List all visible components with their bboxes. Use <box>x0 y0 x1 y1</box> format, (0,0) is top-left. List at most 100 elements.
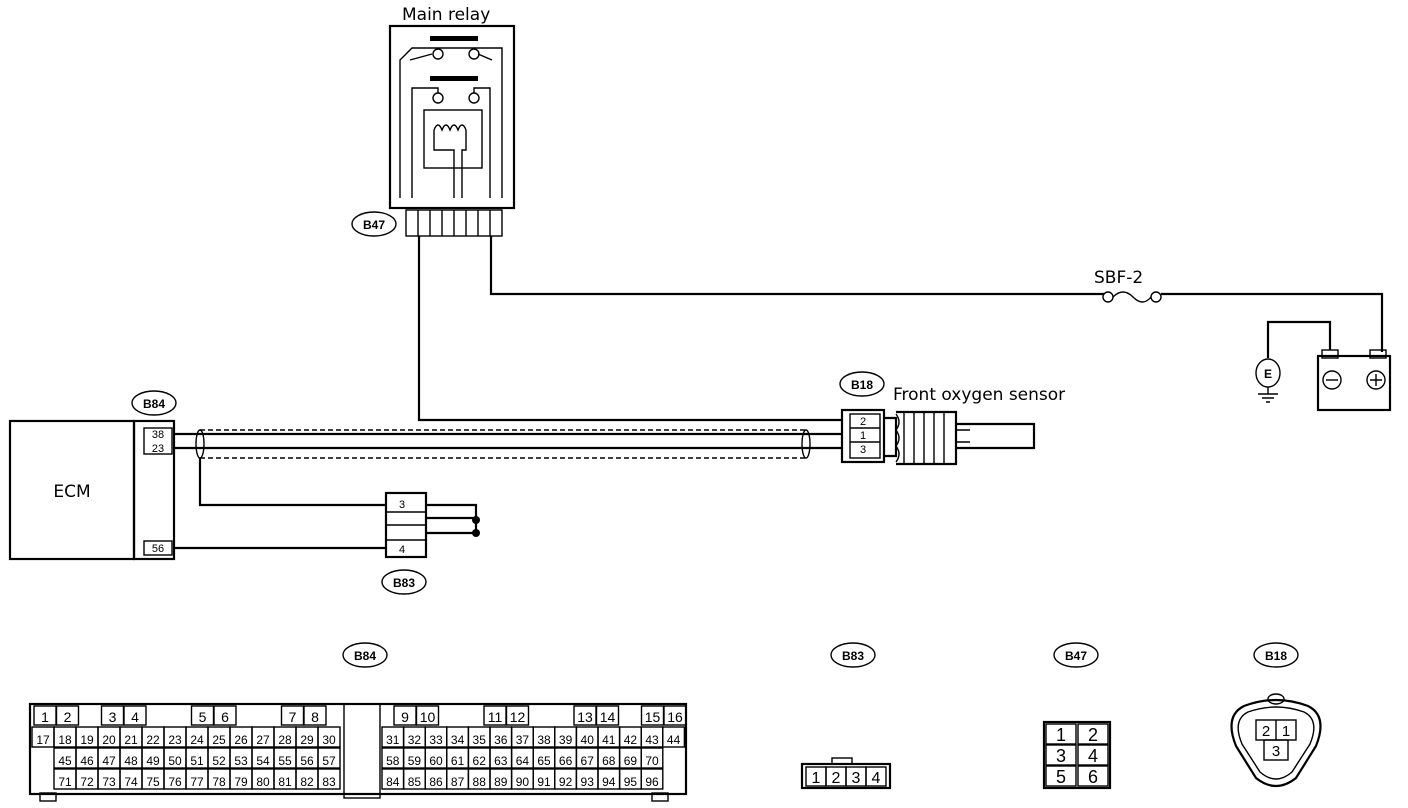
b83-view-pin-4-cell <box>865 766 887 787</box>
b84-pin-18: 18 <box>58 733 72 747</box>
b84-pin-16-cell <box>663 705 687 726</box>
b84-pin-96-cell <box>640 768 664 790</box>
ecm-label: ECM <box>53 482 90 502</box>
b84-pin-12-cell <box>505 705 530 726</box>
wire-relay-to-fuse <box>489 236 1104 296</box>
b84-view-tag-ellipse <box>342 642 388 668</box>
b18-tag: B18 <box>851 378 873 392</box>
b84-pin-76: 76 <box>168 775 182 789</box>
b18-view-pin-1: 1 <box>1282 723 1290 740</box>
b84-pin-71: 71 <box>58 775 72 789</box>
wire-relay-to-sensor <box>417 236 842 422</box>
b84-pin-35: 35 <box>473 733 487 747</box>
b84-pin-73: 73 <box>102 775 116 789</box>
b18-connector-view <box>1230 693 1322 788</box>
b84-pin-15: 15 <box>645 709 661 725</box>
b47-view-pin-5-cell <box>1045 765 1077 787</box>
b84-pin-86: 86 <box>429 775 443 789</box>
b83-view-tag: B83 <box>842 649 864 663</box>
b84-pin-64: 64 <box>516 754 530 768</box>
b83-view-pin-1: 1 <box>812 770 821 787</box>
b84-pin-8-cell <box>303 705 327 726</box>
b84-pin-27: 27 <box>256 733 270 747</box>
fuse-label: SBF-2 <box>1094 268 1143 288</box>
b84-pin-66: 66 <box>559 754 573 768</box>
b83-pin-4: 4 <box>399 544 405 556</box>
b84-pin-81: 81 <box>278 775 292 789</box>
b47-view-tag-ellipse <box>1053 642 1099 668</box>
ground-icon <box>1255 358 1281 403</box>
b84-tag: B84 <box>143 397 165 411</box>
b84-pin-50: 50 <box>168 754 182 768</box>
b47-view-pin-4: 4 <box>1088 746 1098 766</box>
b84-pin-45: 45 <box>58 754 72 768</box>
b84-pin-63: 63 <box>494 754 508 768</box>
b84-pin-43: 43 <box>645 733 659 747</box>
b84-pin-13: 13 <box>577 709 593 725</box>
b47-view-tag: B47 <box>1065 649 1087 663</box>
b84-pin-20: 20 <box>102 733 116 747</box>
b84-pin-5: 5 <box>199 709 207 725</box>
b84-pin-26: 26 <box>234 733 248 747</box>
b83-connector <box>384 491 480 559</box>
b84-pin-40: 40 <box>581 733 595 747</box>
b84-pin-3: 3 <box>109 709 117 725</box>
b84-pin-8: 8 <box>311 709 319 725</box>
b84-pin-91: 91 <box>537 775 551 789</box>
b84-pin-36: 36 <box>494 733 508 747</box>
ecm-pin-38: 38 <box>152 429 164 441</box>
b84-pin-30-cell <box>317 726 341 748</box>
b84-pin-83-cell <box>317 768 341 790</box>
b84-pin-55: 55 <box>278 754 292 768</box>
b84-pin-72: 72 <box>80 775 94 789</box>
b84-pin-9: 9 <box>401 709 409 725</box>
b84-pin-68: 68 <box>602 754 616 768</box>
b84-pin-79: 79 <box>234 775 248 789</box>
b84-pin-42: 42 <box>624 733 638 747</box>
b84-pin-31: 31 <box>386 733 400 747</box>
b84-pin-96: 96 <box>645 775 659 789</box>
b84-pin-1: 1 <box>41 709 49 725</box>
main-relay-label: Main relay <box>402 5 490 25</box>
b84-pin-70: 70 <box>645 754 659 768</box>
ecm-unit <box>8 419 176 561</box>
b84-pin-32: 32 <box>408 733 422 747</box>
b84-pin-6-cell <box>213 705 237 726</box>
b47-view-pin-2-cell <box>1077 723 1109 745</box>
b84-pin-83: 83 <box>322 775 336 789</box>
b84-pin-59: 59 <box>408 754 422 768</box>
b84-pin-46: 46 <box>80 754 94 768</box>
b84-pin-2-cell <box>55 705 80 726</box>
fuse-sbf2 <box>1102 291 1162 303</box>
b84-pin-49: 49 <box>146 754 160 768</box>
b84-pin-38: 38 <box>537 733 551 747</box>
b47-view-pin-2: 2 <box>1088 725 1098 745</box>
b84-pin-58: 58 <box>386 754 400 768</box>
b83-tag-ellipse <box>381 569 427 595</box>
b84-pin-90: 90 <box>516 775 530 789</box>
b84-pin-54: 54 <box>256 754 270 768</box>
b47-view-pin-3-cell <box>1045 744 1077 766</box>
b84-pin-33: 33 <box>429 733 443 747</box>
b84-pin-78: 78 <box>212 775 226 789</box>
wire-battery-to-ground <box>1266 320 1332 358</box>
b84-pin-24: 24 <box>190 733 204 747</box>
b18-tag-ellipse <box>839 371 885 397</box>
b84-pin-85: 85 <box>408 775 422 789</box>
b84-pin-51: 51 <box>190 754 204 768</box>
b84-pin-82: 82 <box>300 775 314 789</box>
b84-pin-17: 17 <box>36 733 50 747</box>
b18-view-pin-2: 2 <box>1262 723 1270 740</box>
b47-view-pin-6-cell <box>1077 765 1109 787</box>
b84-pin-67: 67 <box>581 754 595 768</box>
b47-relay-connector <box>405 209 503 237</box>
b84-pin-6: 6 <box>221 709 229 725</box>
b18-pin-3: 3 <box>860 444 866 456</box>
b83-pin-3: 3 <box>399 499 405 511</box>
b84-pin-92: 92 <box>559 775 573 789</box>
battery <box>1316 349 1392 412</box>
b47-view-pin-1: 1 <box>1056 725 1066 745</box>
